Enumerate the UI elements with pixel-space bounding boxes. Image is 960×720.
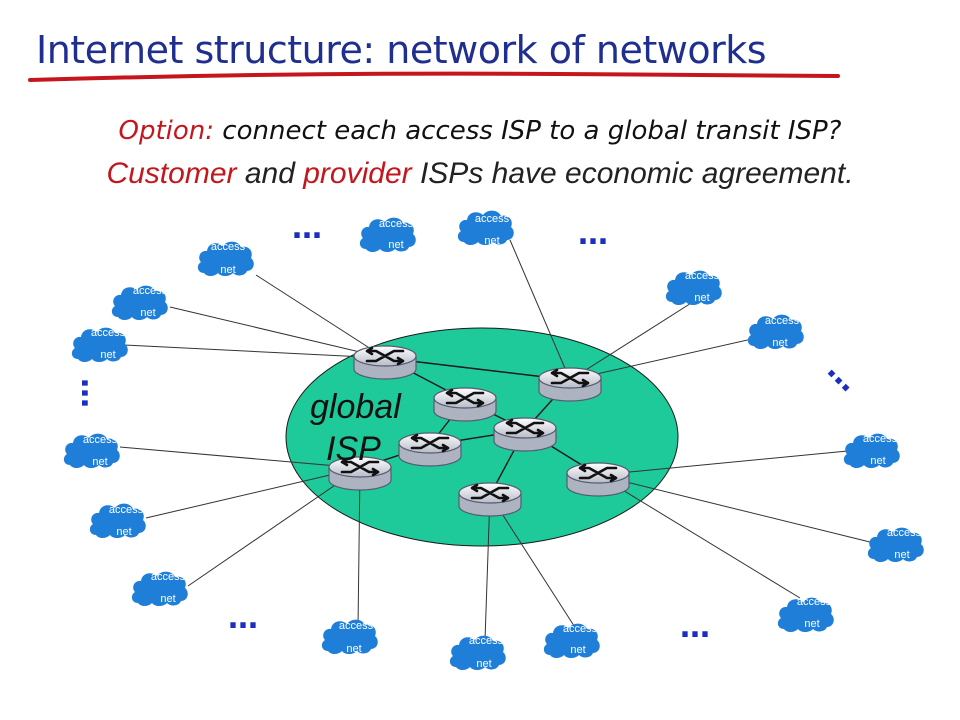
access-net: access net — [63, 433, 120, 468]
access-label: access — [887, 527, 922, 539]
access-label: access — [83, 434, 118, 446]
option-line: Option: connect each access ISP to a glo… — [0, 116, 960, 146]
ellipsis-mark: … — [74, 378, 109, 408]
router-icon — [566, 462, 630, 498]
access-label: access — [339, 620, 374, 632]
access-label: access — [133, 285, 168, 297]
ellipsis-mark: … — [578, 217, 608, 252]
access-net: access net — [543, 623, 600, 658]
net-label: net — [346, 643, 361, 655]
access-label: access — [109, 504, 144, 516]
access-net: access net — [131, 571, 188, 606]
ellipsis-mark: … — [292, 211, 322, 246]
access-net: access net — [747, 314, 804, 349]
net-label: net — [804, 618, 819, 630]
net-label: net — [140, 307, 155, 319]
agreement-rest: ISPs have economic agreement. — [411, 157, 854, 190]
net-label: net — [894, 549, 909, 561]
net-label: net — [484, 235, 499, 247]
core-label-line2: ISP — [326, 430, 381, 468]
access-links — [119, 239, 879, 641]
access-label: access — [765, 315, 800, 327]
access-net: access net — [665, 270, 722, 305]
access-label: access — [563, 623, 598, 635]
access-label: access — [475, 213, 510, 225]
access-label: access — [379, 218, 414, 230]
core-label-line1: global — [310, 388, 402, 426]
access-net: access net — [457, 210, 514, 247]
access-net: access net — [71, 327, 128, 362]
net-label: net — [772, 337, 787, 349]
agreement-mid: and — [236, 157, 304, 190]
access-label: access — [151, 571, 186, 583]
router-icon — [398, 432, 462, 468]
net-label: net — [100, 349, 115, 361]
router-icon — [433, 387, 497, 423]
ellipsis-mark: … — [228, 601, 258, 636]
net-label: net — [92, 456, 107, 468]
access-label: access — [91, 327, 126, 339]
agreement-line: Customer and provider ISPs have economic… — [0, 156, 960, 192]
access-net: access net — [197, 241, 254, 276]
net-label: net — [476, 658, 491, 670]
access-label: access — [685, 270, 720, 282]
option-text: connect each access ISP to a global tran… — [214, 116, 842, 146]
net-label: net — [220, 264, 235, 276]
net-label: net — [160, 593, 175, 605]
ellipsis-mark: … — [820, 353, 866, 399]
access-net: access net — [867, 527, 924, 562]
access-label: access — [469, 635, 504, 647]
net-label: net — [694, 292, 709, 304]
access-net: access net — [359, 217, 416, 252]
access-net: access net — [321, 619, 378, 655]
option-label: Option: — [118, 116, 215, 146]
slide-title: Internet structure: network of networks — [36, 28, 767, 72]
router-icon — [353, 345, 417, 381]
customer-word: Customer — [106, 157, 237, 190]
provider-word: provider — [303, 157, 412, 190]
net-label: net — [870, 455, 885, 467]
access-net: access net — [111, 285, 168, 320]
router-icon — [458, 482, 522, 518]
access-net: access net — [843, 433, 900, 468]
router-icon — [493, 417, 557, 453]
ellipsis-mark: … — [680, 610, 710, 645]
access-label: access — [863, 433, 898, 445]
net-label: net — [116, 526, 131, 538]
net-label: net — [388, 239, 403, 251]
net-label: net — [570, 644, 585, 656]
router-icon — [538, 367, 602, 403]
access-label: access — [797, 596, 832, 608]
access-net: access net — [777, 596, 834, 632]
access-net: access net — [449, 635, 506, 670]
access-label: access — [211, 241, 246, 253]
access-net: access net — [89, 503, 146, 538]
title-underline — [28, 71, 840, 82]
